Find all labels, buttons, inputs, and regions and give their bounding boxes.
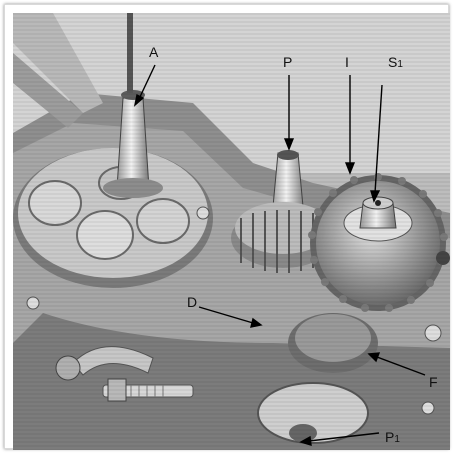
engine-gearbox-photo <box>13 13 450 450</box>
label-p: P <box>283 54 293 70</box>
image-frame: A P I S1 D F P1 <box>4 4 450 450</box>
label-s1-sub: 1 <box>397 59 403 70</box>
label-s1-main: S <box>388 54 398 70</box>
label-p1-main: P <box>385 429 395 445</box>
label-d: D <box>187 294 198 310</box>
label-f: F <box>429 374 438 390</box>
label-p1: P1 <box>385 430 400 445</box>
label-p1-sub: 1 <box>394 434 400 445</box>
label-a: A <box>149 44 159 60</box>
label-s1: S1 <box>388 55 403 70</box>
label-i: I <box>345 54 349 70</box>
